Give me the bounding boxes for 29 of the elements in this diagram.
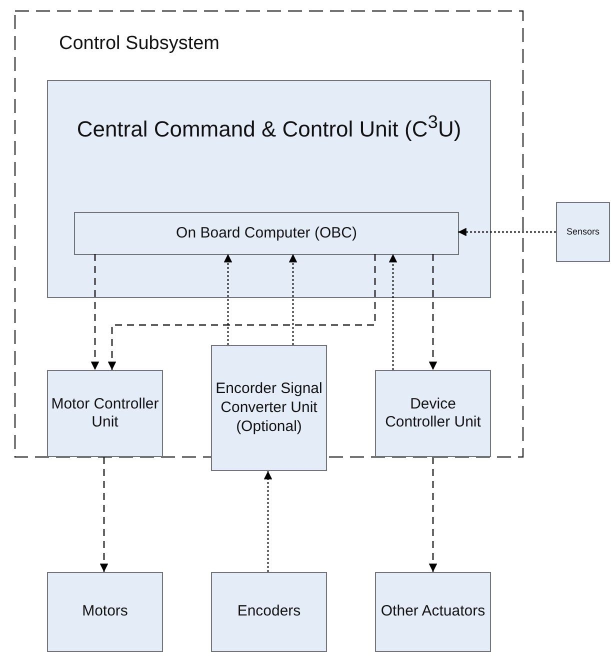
unit-label: Central Command & Control Unit (C$^{3}$U) (76, 111, 462, 143)
unit-box (375, 370, 491, 457)
unit-box (556, 202, 610, 262)
unit-box (47, 80, 491, 298)
arrow (90, 254, 100, 370)
unit-box (74, 212, 459, 255)
unit-label: On Board Computer (OBC) (175, 224, 358, 243)
arrow (428, 254, 438, 370)
unit-label: Encoders (236, 602, 302, 622)
unit-box (47, 370, 163, 457)
arrow (100, 457, 108, 572)
unit-box (47, 572, 163, 652)
unit-label: Encorder Signal Converter Unit (Optional) (214, 380, 324, 436)
unit-label: Sensors (565, 226, 601, 238)
arrow (108, 254, 376, 370)
unit-label: Other Actuators (380, 602, 486, 622)
unit-label: Motor Controller Unit (50, 394, 160, 432)
arrow (224, 254, 232, 345)
unit-label: Motors (81, 602, 129, 622)
unit-label: Device Controller Unit (384, 394, 482, 432)
arrow (428, 457, 438, 572)
unit-box (375, 572, 491, 652)
arrow (264, 471, 272, 572)
arrow (388, 254, 398, 370)
unit-box (211, 572, 327, 652)
unit-box (211, 345, 327, 471)
region-title: Control Subsystem (59, 32, 220, 56)
arrow (458, 228, 556, 236)
arrow (288, 254, 298, 345)
